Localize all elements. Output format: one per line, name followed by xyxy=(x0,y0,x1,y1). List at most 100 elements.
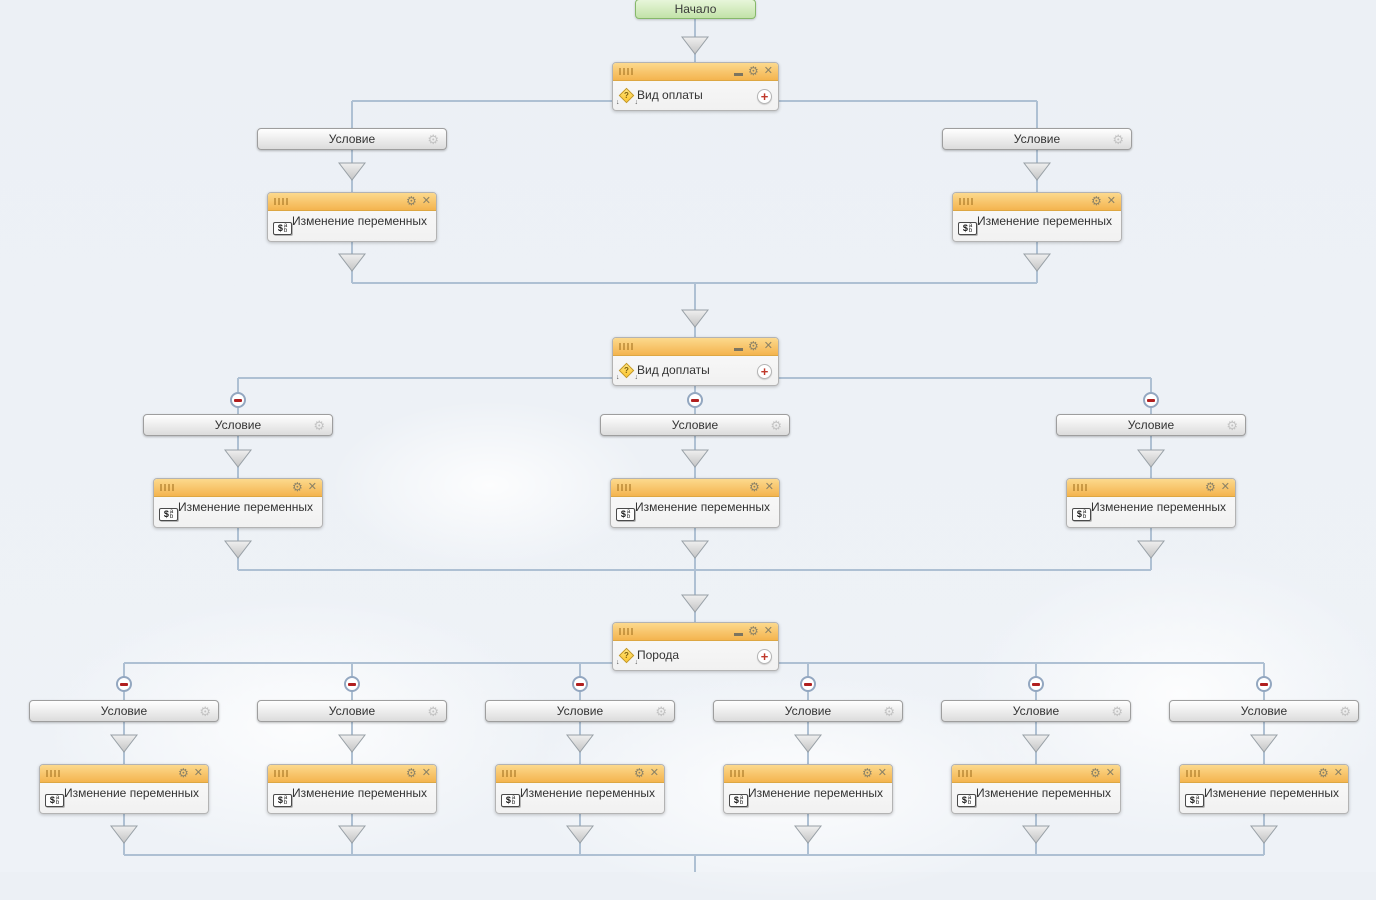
gear-icon[interactable]: ⚙ xyxy=(427,704,439,719)
close-icon[interactable]: ✕ xyxy=(421,195,431,207)
close-icon[interactable]: ✕ xyxy=(1333,767,1343,779)
close-icon[interactable]: ✕ xyxy=(764,481,774,493)
switch-node-breed[interactable]: ⚙ ✕ ↓ ? ↓ Порода + xyxy=(612,622,779,671)
node-header[interactable]: ⚙ ✕ xyxy=(154,479,322,497)
collapse-toggle[interactable] xyxy=(1028,676,1044,692)
gear-icon[interactable]: ⚙ xyxy=(313,418,325,433)
condition-button[interactable]: Условие ⚙ xyxy=(1169,700,1359,722)
node-header[interactable]: ⚙ ✕ xyxy=(1067,479,1235,497)
node-header[interactable]: ⚙ ✕ xyxy=(611,479,779,497)
node-header[interactable]: ⚙ ✕ xyxy=(613,63,778,81)
gear-icon[interactable]: ⚙ xyxy=(199,704,211,719)
add-branch-icon[interactable]: + xyxy=(757,649,772,664)
gear-icon[interactable]: ⚙ xyxy=(770,418,782,433)
node-header[interactable]: ⚙ ✕ xyxy=(613,338,778,356)
drag-handle-icon[interactable] xyxy=(274,770,288,777)
collapse-toggle[interactable] xyxy=(572,676,588,692)
condition-button[interactable]: Условие ⚙ xyxy=(485,700,675,722)
drag-handle-icon[interactable] xyxy=(46,770,60,777)
gear-icon[interactable]: ⚙ xyxy=(406,766,417,780)
drag-handle-icon[interactable] xyxy=(958,770,972,777)
collapse-toggle[interactable] xyxy=(687,392,703,408)
gear-icon[interactable]: ⚙ xyxy=(1112,132,1124,147)
gear-icon[interactable]: ⚙ xyxy=(862,766,873,780)
drag-handle-icon[interactable] xyxy=(1186,770,1200,777)
minimize-icon[interactable] xyxy=(734,633,744,636)
gear-icon[interactable]: ⚙ xyxy=(748,624,759,638)
gear-icon[interactable]: ⚙ xyxy=(748,64,759,78)
close-icon[interactable]: ✕ xyxy=(877,767,887,779)
condition-button[interactable]: Условие ⚙ xyxy=(1056,414,1246,436)
gear-icon[interactable]: ⚙ xyxy=(1091,194,1102,208)
collapse-toggle[interactable] xyxy=(116,676,132,692)
gear-icon[interactable]: ⚙ xyxy=(1339,704,1351,719)
node-header[interactable]: ⚙ ✕ xyxy=(1180,765,1348,783)
switch-node-surcharge-type[interactable]: ⚙ ✕ ↓ ? ↓ Вид доплаты + xyxy=(612,337,779,386)
add-branch-icon[interactable]: + xyxy=(757,364,772,379)
collapse-toggle[interactable] xyxy=(230,392,246,408)
gear-icon[interactable]: ⚙ xyxy=(655,704,667,719)
switch-node-payment-type[interactable]: ⚙ ✕ ↓ ? ↓ Вид оплаты + xyxy=(612,62,779,111)
drag-handle-icon[interactable] xyxy=(160,484,174,491)
collapse-toggle[interactable] xyxy=(344,676,360,692)
node-header[interactable]: ⚙ ✕ xyxy=(613,623,778,641)
close-icon[interactable]: ✕ xyxy=(763,65,773,77)
node-header[interactable]: ⚙ ✕ xyxy=(953,193,1121,211)
close-icon[interactable]: ✕ xyxy=(421,767,431,779)
drag-handle-icon[interactable] xyxy=(619,68,633,75)
add-branch-icon[interactable]: + xyxy=(757,89,772,104)
condition-button[interactable]: Условие ⚙ xyxy=(942,128,1132,150)
node-header[interactable]: ⚙ ✕ xyxy=(496,765,664,783)
close-icon[interactable]: ✕ xyxy=(763,340,773,352)
condition-button[interactable]: Условие ⚙ xyxy=(713,700,903,722)
drag-handle-icon[interactable] xyxy=(1073,484,1087,491)
gear-icon[interactable]: ⚙ xyxy=(883,704,895,719)
gear-icon[interactable]: ⚙ xyxy=(427,132,439,147)
drag-handle-icon[interactable] xyxy=(619,628,633,635)
condition-button[interactable]: Условие ⚙ xyxy=(257,128,447,150)
gear-icon[interactable]: ⚙ xyxy=(178,766,189,780)
minimize-icon[interactable] xyxy=(734,348,744,351)
drag-handle-icon[interactable] xyxy=(619,343,633,350)
collapse-toggle[interactable] xyxy=(1256,676,1272,692)
gear-icon[interactable]: ⚙ xyxy=(1226,418,1238,433)
close-icon[interactable]: ✕ xyxy=(1105,767,1115,779)
node-header[interactable]: ⚙ ✕ xyxy=(40,765,208,783)
collapse-toggle[interactable] xyxy=(800,676,816,692)
gear-icon[interactable]: ⚙ xyxy=(1090,766,1101,780)
gear-icon[interactable]: ⚙ xyxy=(748,339,759,353)
condition-button[interactable]: Условие ⚙ xyxy=(143,414,333,436)
close-icon[interactable]: ✕ xyxy=(307,481,317,493)
close-icon[interactable]: ✕ xyxy=(763,625,773,637)
drag-handle-icon[interactable] xyxy=(617,484,631,491)
condition-button[interactable]: Условие ⚙ xyxy=(600,414,790,436)
collapse-toggle[interactable] xyxy=(1143,392,1159,408)
gear-icon[interactable]: ⚙ xyxy=(634,766,645,780)
close-icon[interactable]: ✕ xyxy=(649,767,659,779)
gear-icon[interactable]: ⚙ xyxy=(406,194,417,208)
node-header[interactable]: ⚙ ✕ xyxy=(268,765,436,783)
gear-icon[interactable]: ⚙ xyxy=(749,480,760,494)
condition-button[interactable]: Условие ⚙ xyxy=(29,700,219,722)
drag-handle-icon[interactable] xyxy=(502,770,516,777)
condition-button[interactable]: Условие ⚙ xyxy=(257,700,447,722)
close-icon[interactable]: ✕ xyxy=(1220,481,1230,493)
node-header[interactable]: ⚙ ✕ xyxy=(952,765,1120,783)
gear-icon[interactable]: ⚙ xyxy=(292,480,303,494)
gear-icon[interactable]: ⚙ xyxy=(1111,704,1123,719)
close-icon[interactable]: ✕ xyxy=(1106,195,1116,207)
start-node[interactable]: Начало xyxy=(635,0,756,19)
drag-handle-icon[interactable] xyxy=(274,198,288,205)
gear-icon[interactable]: ⚙ xyxy=(1205,480,1216,494)
